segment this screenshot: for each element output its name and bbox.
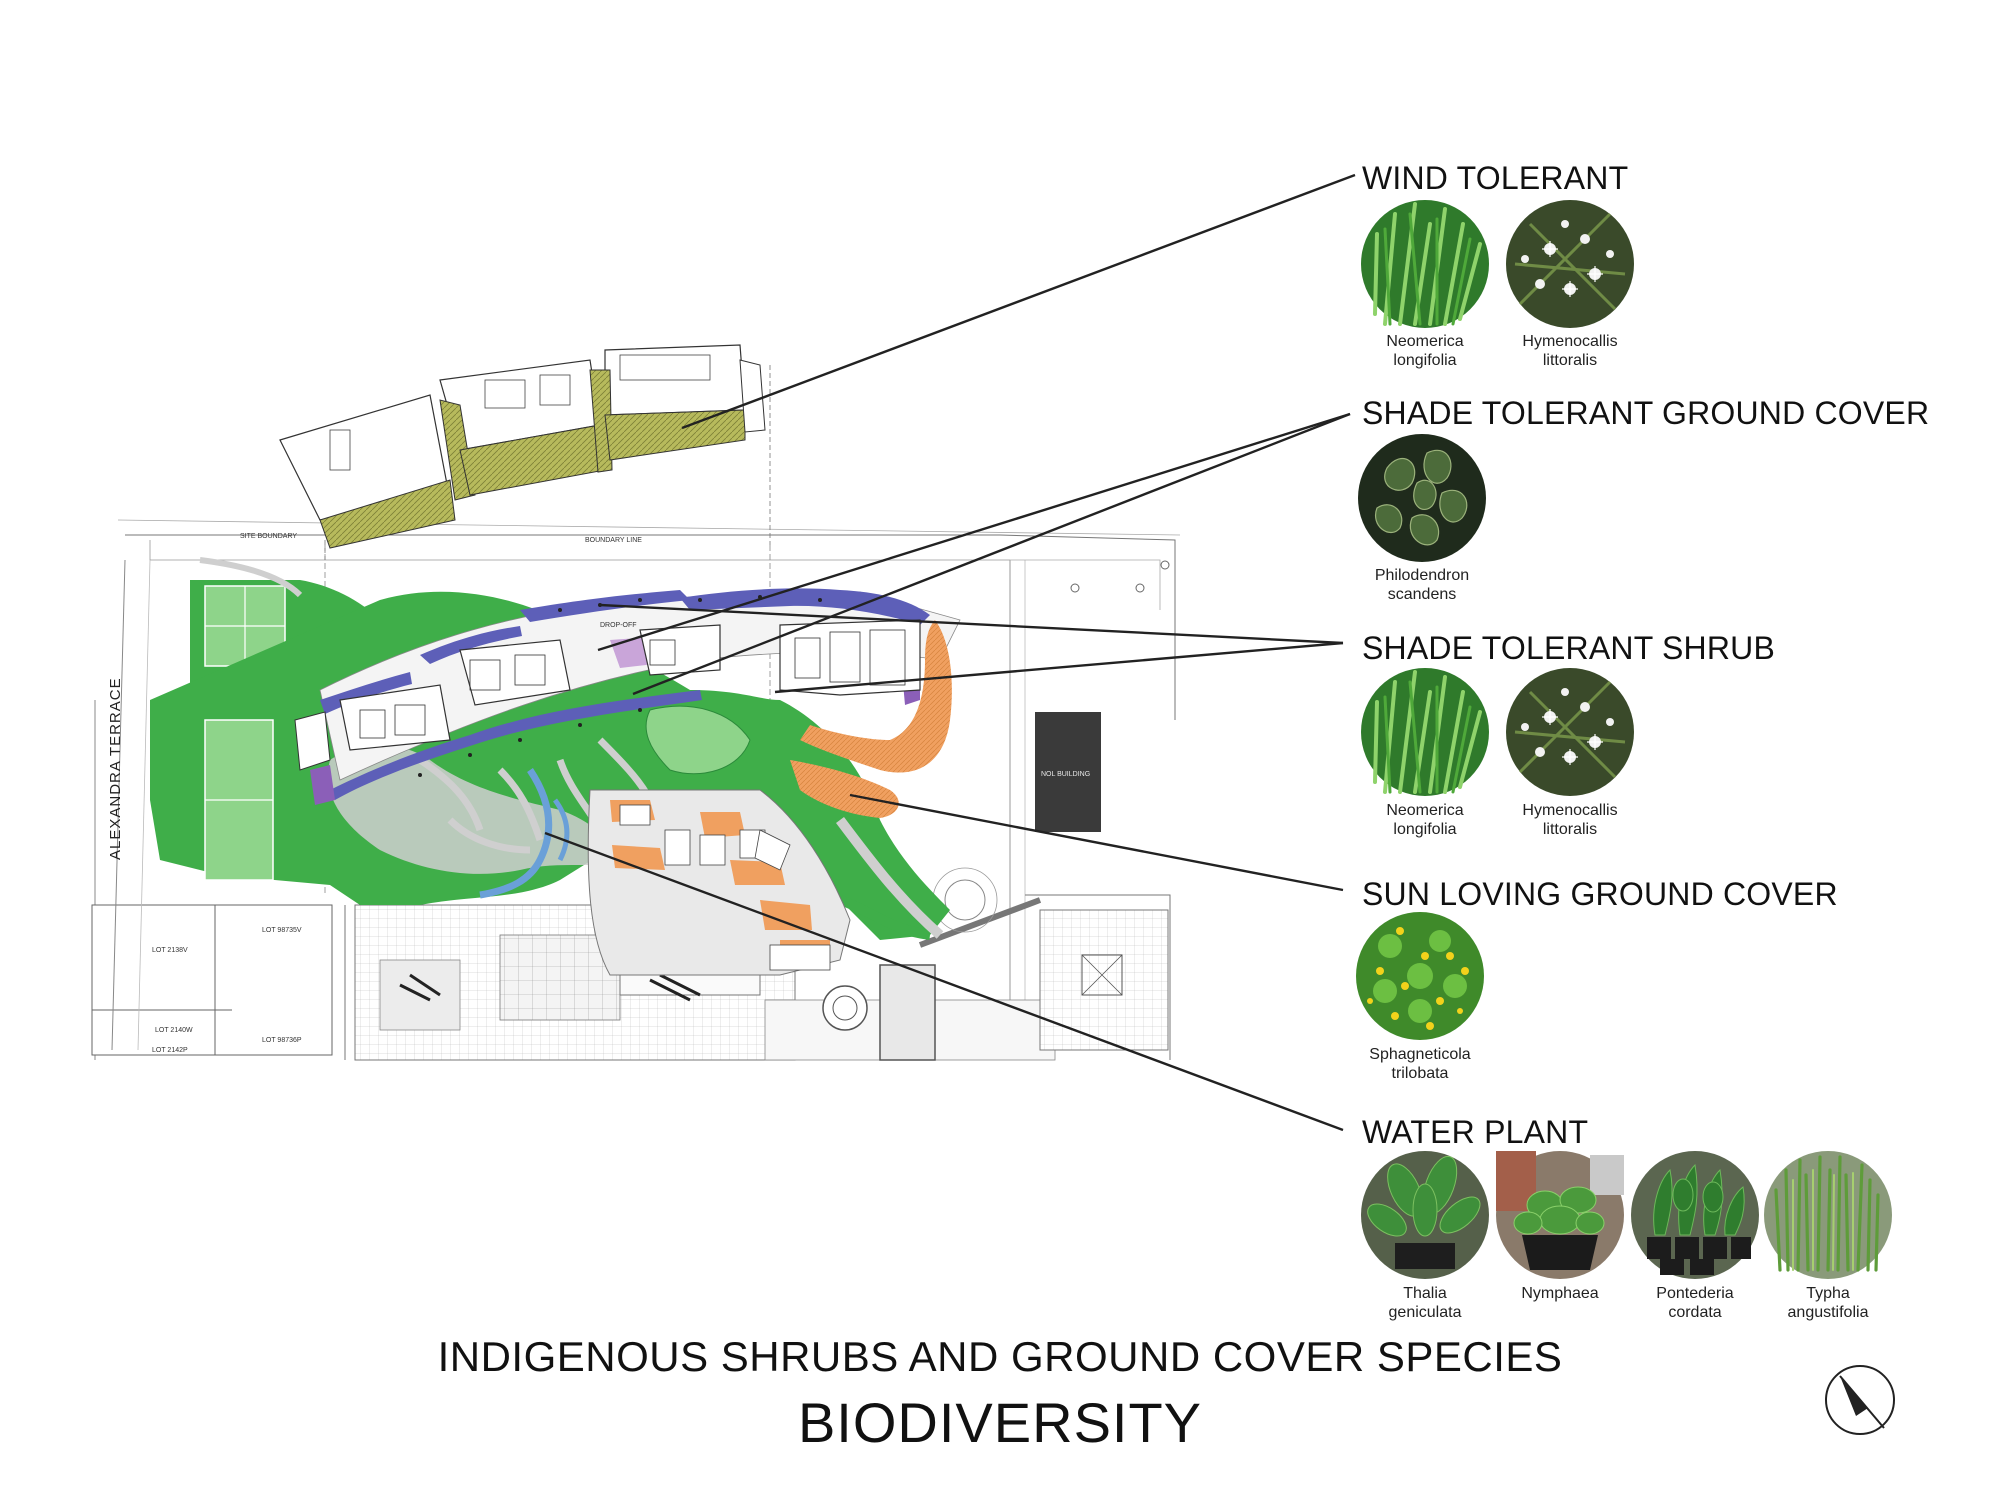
- north-arrow-icon: [1825, 1365, 1895, 1435]
- drop-off-label: DROP-OFF: [600, 622, 637, 629]
- alexandra-terrace-label: ALEXANDRA TERRACE: [107, 677, 124, 860]
- plant-label-neomerica-longifolia-2: Neomerica longifolia: [1350, 801, 1500, 839]
- orange-planting-plaza: [587, 620, 952, 976]
- plant-name-line1: Thalia: [1403, 1285, 1447, 1302]
- nol-building-label: NOL BUILDING: [1041, 771, 1090, 778]
- page-title: BIODIVERSITY: [797, 1391, 1203, 1454]
- plant-label-sphagneticola-trilobata: Sphagneticola trilobata: [1345, 1045, 1495, 1083]
- category-title-wind-tolerant: WIND TOLERANT: [1362, 160, 1629, 196]
- heart-leaf-vine-photo: [1358, 434, 1486, 562]
- plant-name-line1: Nymphaea: [1521, 1285, 1599, 1302]
- boundary-line-label: BOUNDARY LINE: [585, 537, 642, 544]
- category-title-shade-tolerant-shrub: SHADE TOLERANT SHRUB: [1362, 630, 1775, 666]
- lot-2140w-label: LOT 2140W: [155, 1027, 193, 1034]
- plant-name-line2: scandens: [1387, 586, 1457, 603]
- category-title-water-plant: WATER PLANT: [1362, 1114, 1589, 1150]
- water-lily-pot-photo: [1496, 1151, 1624, 1279]
- nol-building: [1035, 712, 1101, 832]
- pickerel-weed-pots-photo: [1631, 1151, 1759, 1279]
- plant-name-line1: Typha: [1806, 1285, 1850, 1302]
- plant-name-line1: Sphagneticola: [1369, 1046, 1471, 1063]
- plant-name-line2: cordata: [1668, 1304, 1722, 1321]
- plant-name-line1: Hymenocallis: [1522, 333, 1618, 350]
- lot-98736p-label: LOT 98736P: [262, 1037, 302, 1044]
- white-spider-lily-photo-2: [1506, 668, 1634, 796]
- lot-2138v-label: LOT 2138V: [152, 947, 188, 954]
- leader-lines: [544, 173, 1356, 1132]
- yellow-flower-groundcover-photo: [1356, 912, 1484, 1040]
- strap-leaf-grass-photo: [1361, 200, 1489, 328]
- plant-label-typha-angustifolia: Typha angustifolia: [1753, 1284, 1903, 1322]
- plant-name-line1: Hymenocallis: [1522, 802, 1618, 819]
- broad-leaf-pot-photo: [1361, 1151, 1489, 1279]
- plant-name-line2: trilobata: [1391, 1065, 1449, 1082]
- lot-2142p-label: LOT 2142P: [152, 1047, 188, 1054]
- plant-name-line1: Neomerica: [1386, 333, 1464, 350]
- plant-label-philodendron-scandens: Philodendron scandens: [1347, 566, 1497, 604]
- plant-name-line2: longifolia: [1393, 821, 1457, 838]
- plant-name-line1: Pontederia: [1656, 1285, 1734, 1302]
- category-title-sun-loving-ground-cover: SUN LOVING GROUND COVER: [1362, 876, 1838, 912]
- plant-name-line2: littoralis: [1542, 352, 1598, 369]
- plant-name-line1: Philodendron: [1374, 567, 1470, 584]
- site-boundary-label: SITE BOUNDARY: [240, 533, 297, 540]
- plant-label-neomerica-longifolia: Neomerica longifolia: [1350, 332, 1500, 370]
- plant-name-line2: geniculata: [1388, 1304, 1462, 1321]
- lot-98735v-label: LOT 98735V: [262, 927, 302, 934]
- plant-label-hymenocallis-littoralis: Hymenocallis littoralis: [1495, 332, 1645, 370]
- plant-name-line1: Neomerica: [1386, 802, 1464, 819]
- cattail-reeds-photo: [1764, 1151, 1892, 1279]
- plant-label-nymphaea: Nymphaea: [1485, 1284, 1635, 1303]
- plant-label-pontederia-cordata: Pontederia cordata: [1620, 1284, 1770, 1322]
- subtitle: INDIGENOUS SHRUBS AND GROUND COVER SPECI…: [437, 1333, 1563, 1380]
- strap-leaf-grass-photo-2: [1361, 668, 1489, 796]
- block-buildings: DROP-OFF: [294, 588, 961, 805]
- plant-name-line2: littoralis: [1542, 821, 1598, 838]
- plant-name-line2: angustifolia: [1787, 1304, 1869, 1321]
- plant-label-thalia-geniculata: Thalia geniculata: [1350, 1284, 1500, 1322]
- roof-garden-blocks: [279, 344, 771, 560]
- plant-label-hymenocallis-littoralis-2: Hymenocallis littoralis: [1495, 801, 1645, 839]
- white-spider-lily-photo: [1506, 200, 1634, 328]
- plant-name-line2: longifolia: [1393, 352, 1457, 369]
- category-title-shade-tolerant-ground-cover: SHADE TOLERANT GROUND COVER: [1362, 395, 1930, 431]
